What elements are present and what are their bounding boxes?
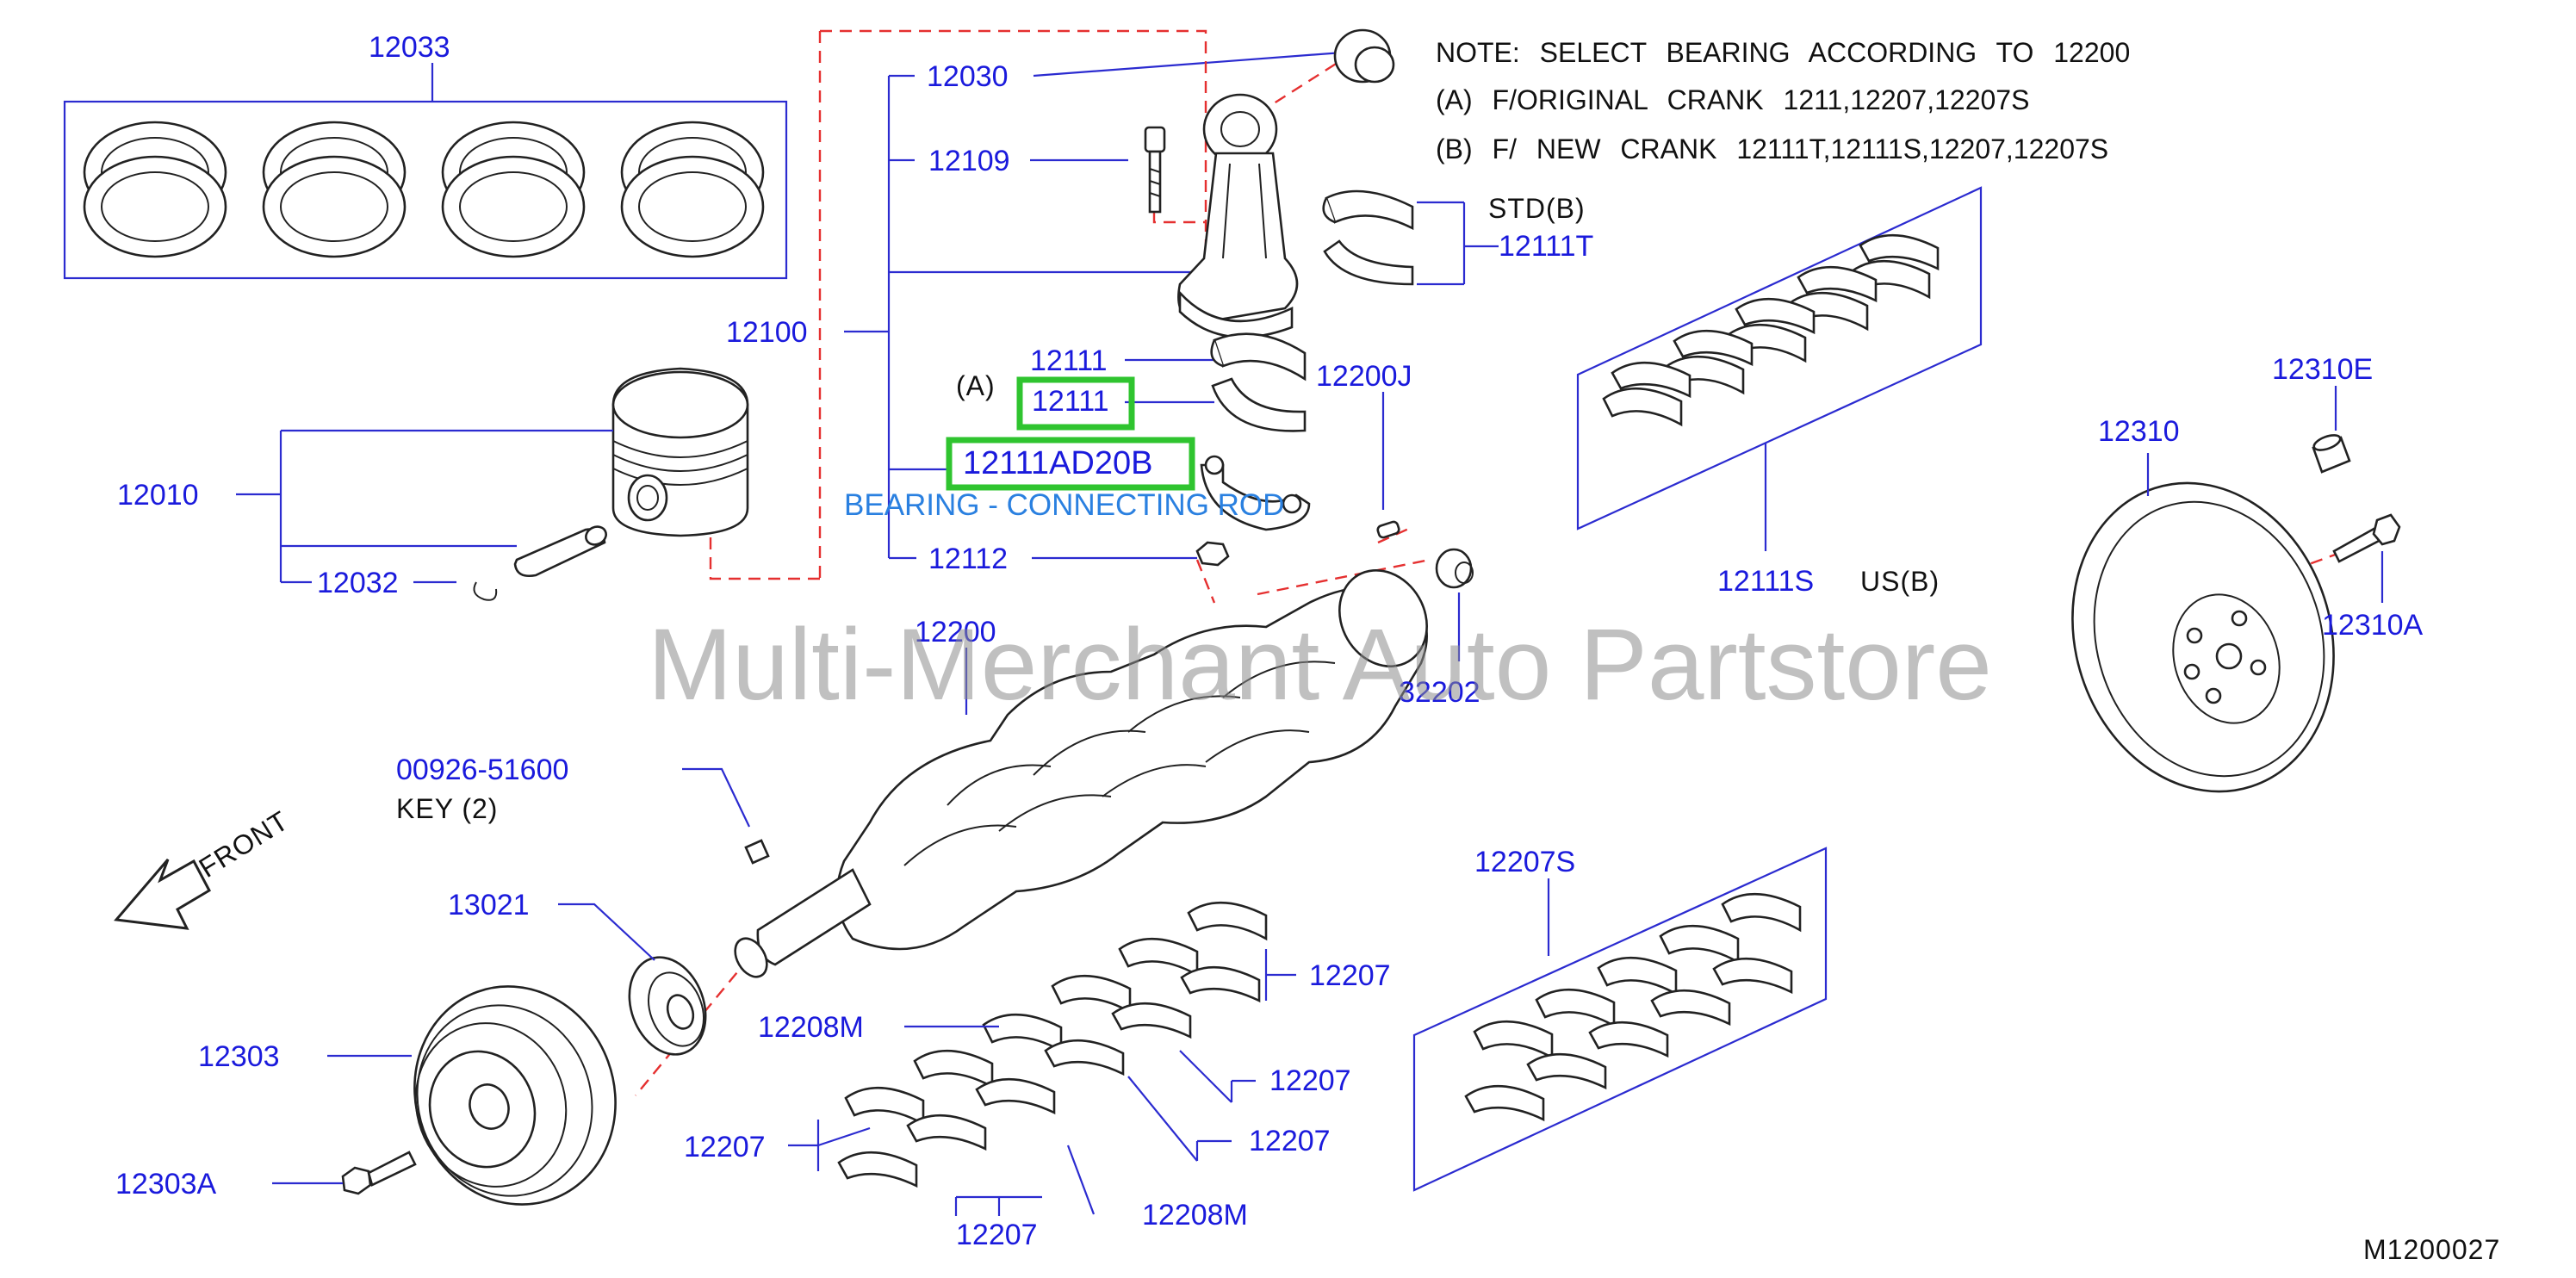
piston-ring-1: [83, 121, 227, 258]
label-12109[interactable]: 12109: [928, 145, 1010, 177]
note-line-2: (A) F/ORIGINAL CRANK 1211,12207,12207S: [1436, 84, 2029, 115]
piston: [611, 367, 749, 537]
piston-ring-2: [262, 121, 407, 258]
highlight-box-12111: [1016, 376, 1135, 431]
piston-leaders: [236, 429, 613, 584]
label-12310E[interactable]: 12310E: [2272, 353, 2373, 386]
ring-set-box: [63, 100, 788, 280]
loose-bearing-lower-row: [837, 965, 1261, 1188]
label-12111-top[interactable]: 12111: [1030, 344, 1108, 377]
crank-sprocket: [558, 903, 707, 1056]
conrod-bearing-upper: [1210, 332, 1307, 382]
loose-bearing-leaders: [788, 949, 1296, 1216]
label-12207-d[interactable]: 12207: [684, 1131, 766, 1163]
label-12207-c[interactable]: 12207: [1249, 1125, 1331, 1157]
label-front: FRONT: [194, 804, 295, 884]
label-13021[interactable]: 13021: [448, 889, 530, 921]
std-bearing-pair: [1322, 189, 1499, 286]
us-bearing-upper-row: [1602, 259, 1931, 427]
snap-ring: [473, 581, 498, 601]
woodruff-key: [682, 767, 770, 865]
bearing-caption: BEARING - CONNECTING ROD: [844, 488, 1284, 522]
crank-pulley: [327, 985, 617, 1206]
highlight-box-12111AD20B: [946, 437, 1195, 491]
conrod-cap: [1200, 455, 1311, 531]
note-line-3: (B) F/ NEW CRANK 12111T,12111S,12207,122…: [1436, 133, 2108, 164]
label-12032[interactable]: 12032: [317, 567, 399, 599]
dowel-pin: [1376, 392, 1400, 539]
piston-ring-set-group[interactable]: 12033: [63, 31, 788, 280]
label-00926-51600[interactable]: 00926-51600: [396, 754, 568, 786]
label-12030[interactable]: 12030: [927, 60, 1009, 93]
flywheel-bolt: [2332, 513, 2401, 603]
flywheel: [2071, 481, 2335, 793]
label-variant-a: (A): [956, 370, 996, 401]
crankshaft: [734, 569, 1428, 978]
label-12207-e[interactable]: 12207: [956, 1219, 1038, 1251]
flywheel-dowel: [2312, 386, 2351, 474]
pilot-bushing: [1435, 548, 1474, 661]
piston-ring-3: [441, 121, 586, 258]
watermark: Multi-Merchant Auto Partstore: [648, 608, 1992, 722]
conrod-nut: [1195, 541, 1230, 567]
label-12207S[interactable]: 12207S: [1474, 846, 1575, 878]
label-12310[interactable]: 12310: [2098, 415, 2180, 448]
label-12111T[interactable]: 12111T: [1499, 230, 1593, 263]
label-12207-b[interactable]: 12207: [1269, 1064, 1351, 1097]
conrod-labels: 12030 12109 12100 12111 (A) 12111 12111A…: [726, 60, 1412, 575]
loose-main-bearings: [837, 901, 1268, 1188]
diagram-id: M1200027: [2363, 1234, 2500, 1265]
pulley-bolt: [272, 1151, 417, 1195]
label-std-b: STD(B): [1488, 193, 1586, 224]
us-bearing-set: [1576, 186, 1983, 551]
label-12207-a[interactable]: 12207: [1309, 959, 1391, 992]
label-12303[interactable]: 12303: [198, 1040, 280, 1073]
conrod-assembly-leaders: [844, 50, 1355, 560]
label-12200J[interactable]: 12200J: [1316, 360, 1412, 393]
piston-pin-bushing: [1333, 28, 1395, 84]
label-12111-highlighted[interactable]: 12111: [1032, 385, 1109, 418]
label-12033[interactable]: 12033: [369, 31, 450, 64]
main-bearing-set-12207S: [1412, 847, 1828, 1192]
label-12111S[interactable]: 12111S: [1717, 565, 1814, 598]
piston-pin: [513, 525, 607, 577]
piston-ring-4: [620, 121, 765, 258]
label-12200[interactable]: 12200: [915, 616, 996, 648]
label-12111AD20B[interactable]: 12111AD20B: [963, 445, 1152, 481]
conrod-bearing-lower: [1211, 377, 1307, 432]
us-bearing-lower-row: [1611, 233, 1940, 399]
label-12310A[interactable]: 12310A: [2322, 609, 2424, 642]
label-12208M-a[interactable]: 12208M: [758, 1011, 864, 1044]
label-12208M-b[interactable]: 12208M: [1142, 1199, 1248, 1231]
conrod-bolt: [1144, 126, 1166, 214]
label-12100[interactable]: 12100: [726, 316, 808, 349]
label-32202[interactable]: 32202: [1399, 676, 1480, 709]
connecting-rod: [1177, 93, 1299, 338]
note-line-1: NOTE: SELECT BEARING ACCORDING TO 12200: [1436, 37, 2130, 68]
label-12303A[interactable]: 12303A: [115, 1168, 217, 1200]
main-bearing-upper-row: [1473, 892, 1802, 1060]
label-key: KEY (2): [396, 793, 498, 824]
selection-note: NOTE: SELECT BEARING ACCORDING TO 12200 …: [1436, 37, 2130, 164]
main-bearing-lower-row: [1464, 957, 1793, 1122]
label-us-b: US(B): [1860, 566, 1940, 597]
label-12112[interactable]: 12112: [928, 543, 1008, 575]
front-direction-arrow: [114, 859, 211, 930]
label-12010[interactable]: 12010: [117, 479, 199, 512]
